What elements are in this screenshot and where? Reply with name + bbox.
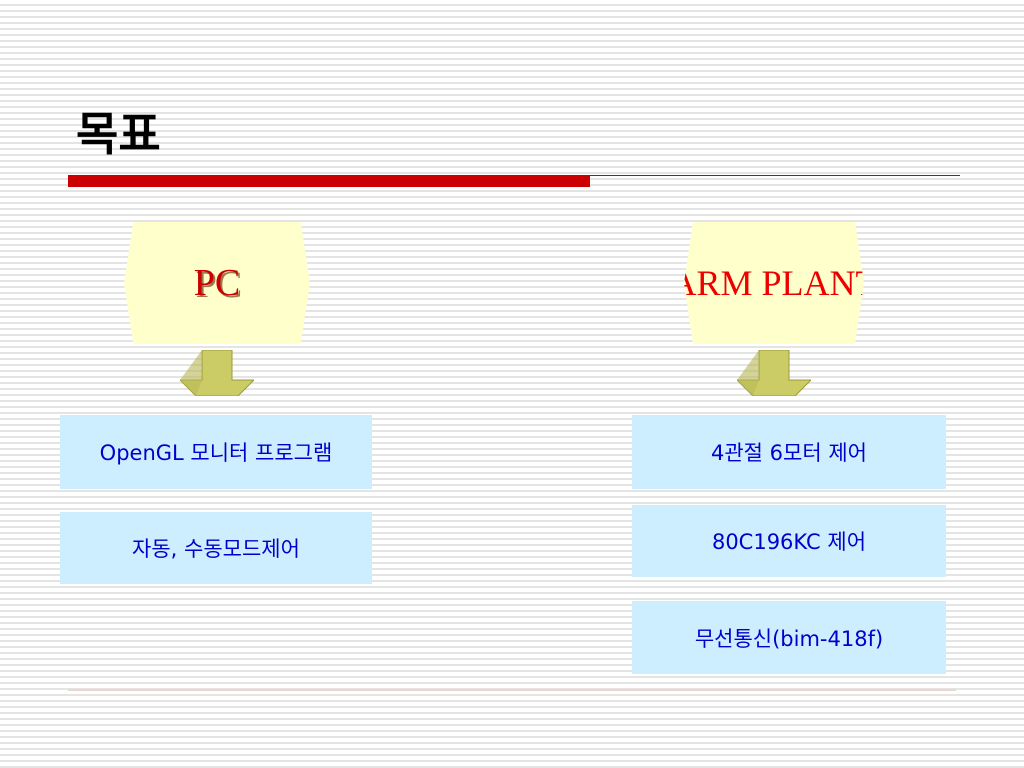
- down-arrow-icon: [180, 350, 254, 396]
- arm-task-box: 4관절 6모터 제어: [632, 415, 946, 489]
- footer-divider: [68, 689, 956, 691]
- arm-task-label: 80C196KC 제어: [711, 530, 867, 554]
- arm-task-box: 80C196KC 제어: [632, 505, 946, 577]
- title-underline-thick: [68, 175, 590, 187]
- pc-task-label: 자동, 수동모드제어: [132, 537, 300, 561]
- arm-task-label: 4관절 6모터 제어: [711, 441, 867, 465]
- arm-plant-header-label: ARM PLANT: [670, 263, 878, 303]
- pc-task-box: OpenGL 모니터 프로그램: [60, 415, 372, 489]
- pc-task-box: 자동, 수동모드제어: [60, 512, 372, 584]
- arm-task-label: 무선통신(bim-418f): [694, 626, 884, 651]
- arm-task-box: 무선통신(bim-418f): [632, 601, 946, 674]
- title-underline-thin: [590, 175, 960, 176]
- pc-header-shape: PC: [124, 222, 310, 344]
- pc-header-label: PC: [193, 262, 241, 304]
- pc-task-label: OpenGL 모니터 프로그램: [99, 441, 333, 465]
- down-arrow-icon: [737, 350, 811, 396]
- slide-title: 목표: [76, 107, 161, 161]
- arm-plant-header-shape: ARM PLANT: [684, 222, 864, 344]
